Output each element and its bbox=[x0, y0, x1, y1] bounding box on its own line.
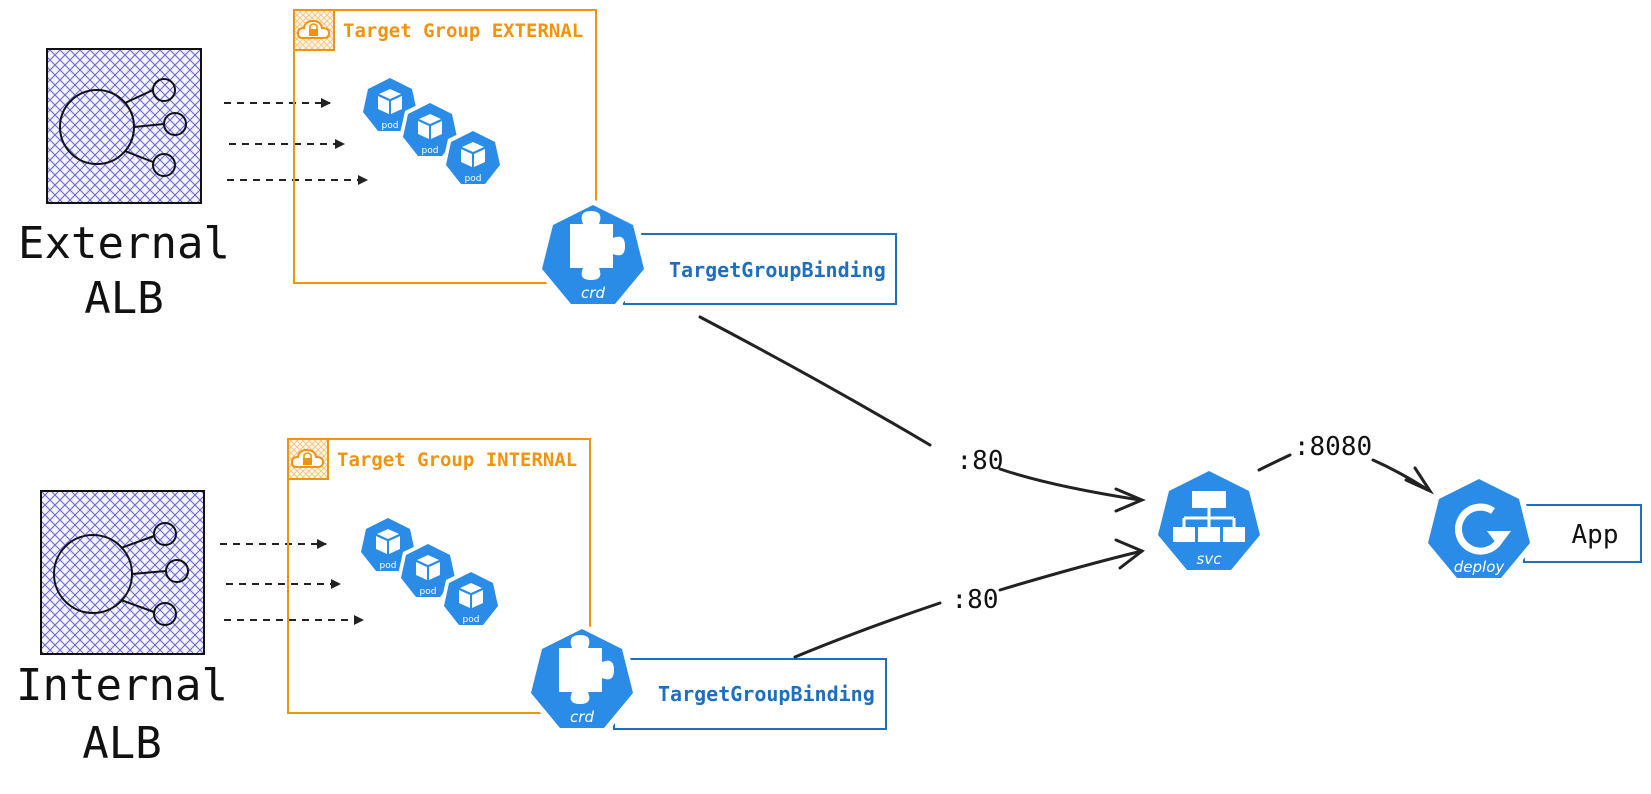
app-deployment: App deploy bbox=[1422, 473, 1642, 583]
service-to-deploy-connector bbox=[1257, 453, 1435, 495]
cloud-lock-icon bbox=[287, 438, 329, 480]
target-group-external-title: Target Group EXTERNAL bbox=[343, 20, 583, 42]
internal-traffic-arrows bbox=[220, 539, 364, 625]
svg-text:pod: pod bbox=[422, 146, 439, 156]
external-alb-label-line2: ALB bbox=[84, 273, 163, 324]
pod-icon: pod bbox=[399, 99, 461, 160]
app-label: App bbox=[1572, 520, 1619, 550]
external-traffic-arrows bbox=[224, 98, 368, 185]
target-group-binding-internal-label: TargetGroupBinding bbox=[658, 682, 875, 706]
svg-text:crd: crd bbox=[570, 708, 594, 726]
internal-port-label: :80 bbox=[952, 585, 999, 615]
cloud-lock-icon bbox=[293, 9, 335, 51]
svc-icon-text: svc bbox=[1197, 550, 1223, 568]
alb-icon bbox=[46, 48, 202, 204]
service-svc: svc bbox=[1152, 465, 1266, 575]
pod-icon: pod bbox=[442, 127, 504, 188]
target-group-internal: Target Group INTERNAL pod pod pod bbox=[287, 438, 591, 714]
external-alb-label-line1: External bbox=[18, 218, 230, 269]
alb-icon bbox=[40, 490, 205, 655]
crd-puzzle-icon: crd bbox=[525, 623, 639, 733]
svg-text:pod: pod bbox=[420, 587, 437, 597]
internal-alb-label-line2: ALB bbox=[82, 718, 161, 769]
deploy-port-label: :8080 bbox=[1294, 432, 1372, 462]
target-group-binding-internal: TargetGroupBinding crd bbox=[525, 623, 887, 733]
target-group-external: Target Group EXTERNAL pod pod pod bbox=[293, 9, 597, 284]
pod-icon: pod bbox=[357, 514, 419, 575]
internal-to-service-connector bbox=[793, 538, 1145, 659]
deploy-refresh-icon: deploy bbox=[1422, 473, 1536, 583]
pod-icon: pod bbox=[440, 568, 502, 629]
pod-icon: pod bbox=[397, 540, 459, 601]
svg-text:crd: crd bbox=[581, 284, 605, 302]
internal-alb: Internal ALB bbox=[16, 490, 228, 769]
deploy-icon-text: deploy bbox=[1454, 558, 1506, 576]
target-group-binding-external-label: TargetGroupBinding bbox=[669, 258, 886, 282]
svg-text:pod: pod bbox=[382, 121, 399, 131]
svg-text:pod: pod bbox=[463, 615, 480, 625]
external-to-service-connector bbox=[698, 315, 1146, 513]
external-port-label: :80 bbox=[957, 446, 1004, 476]
svg-text:pod: pod bbox=[465, 174, 482, 184]
external-alb: External ALB bbox=[18, 48, 230, 324]
internal-alb-label-line1: Internal bbox=[16, 660, 228, 711]
target-group-binding-external: TargetGroupBinding crd bbox=[536, 199, 897, 309]
svg-text:pod: pod bbox=[380, 561, 397, 571]
svc-network-icon bbox=[1152, 465, 1266, 575]
pod-icon: pod bbox=[359, 74, 421, 135]
crd-puzzle-icon: crd bbox=[536, 199, 650, 309]
target-group-internal-title: Target Group INTERNAL bbox=[337, 449, 577, 471]
